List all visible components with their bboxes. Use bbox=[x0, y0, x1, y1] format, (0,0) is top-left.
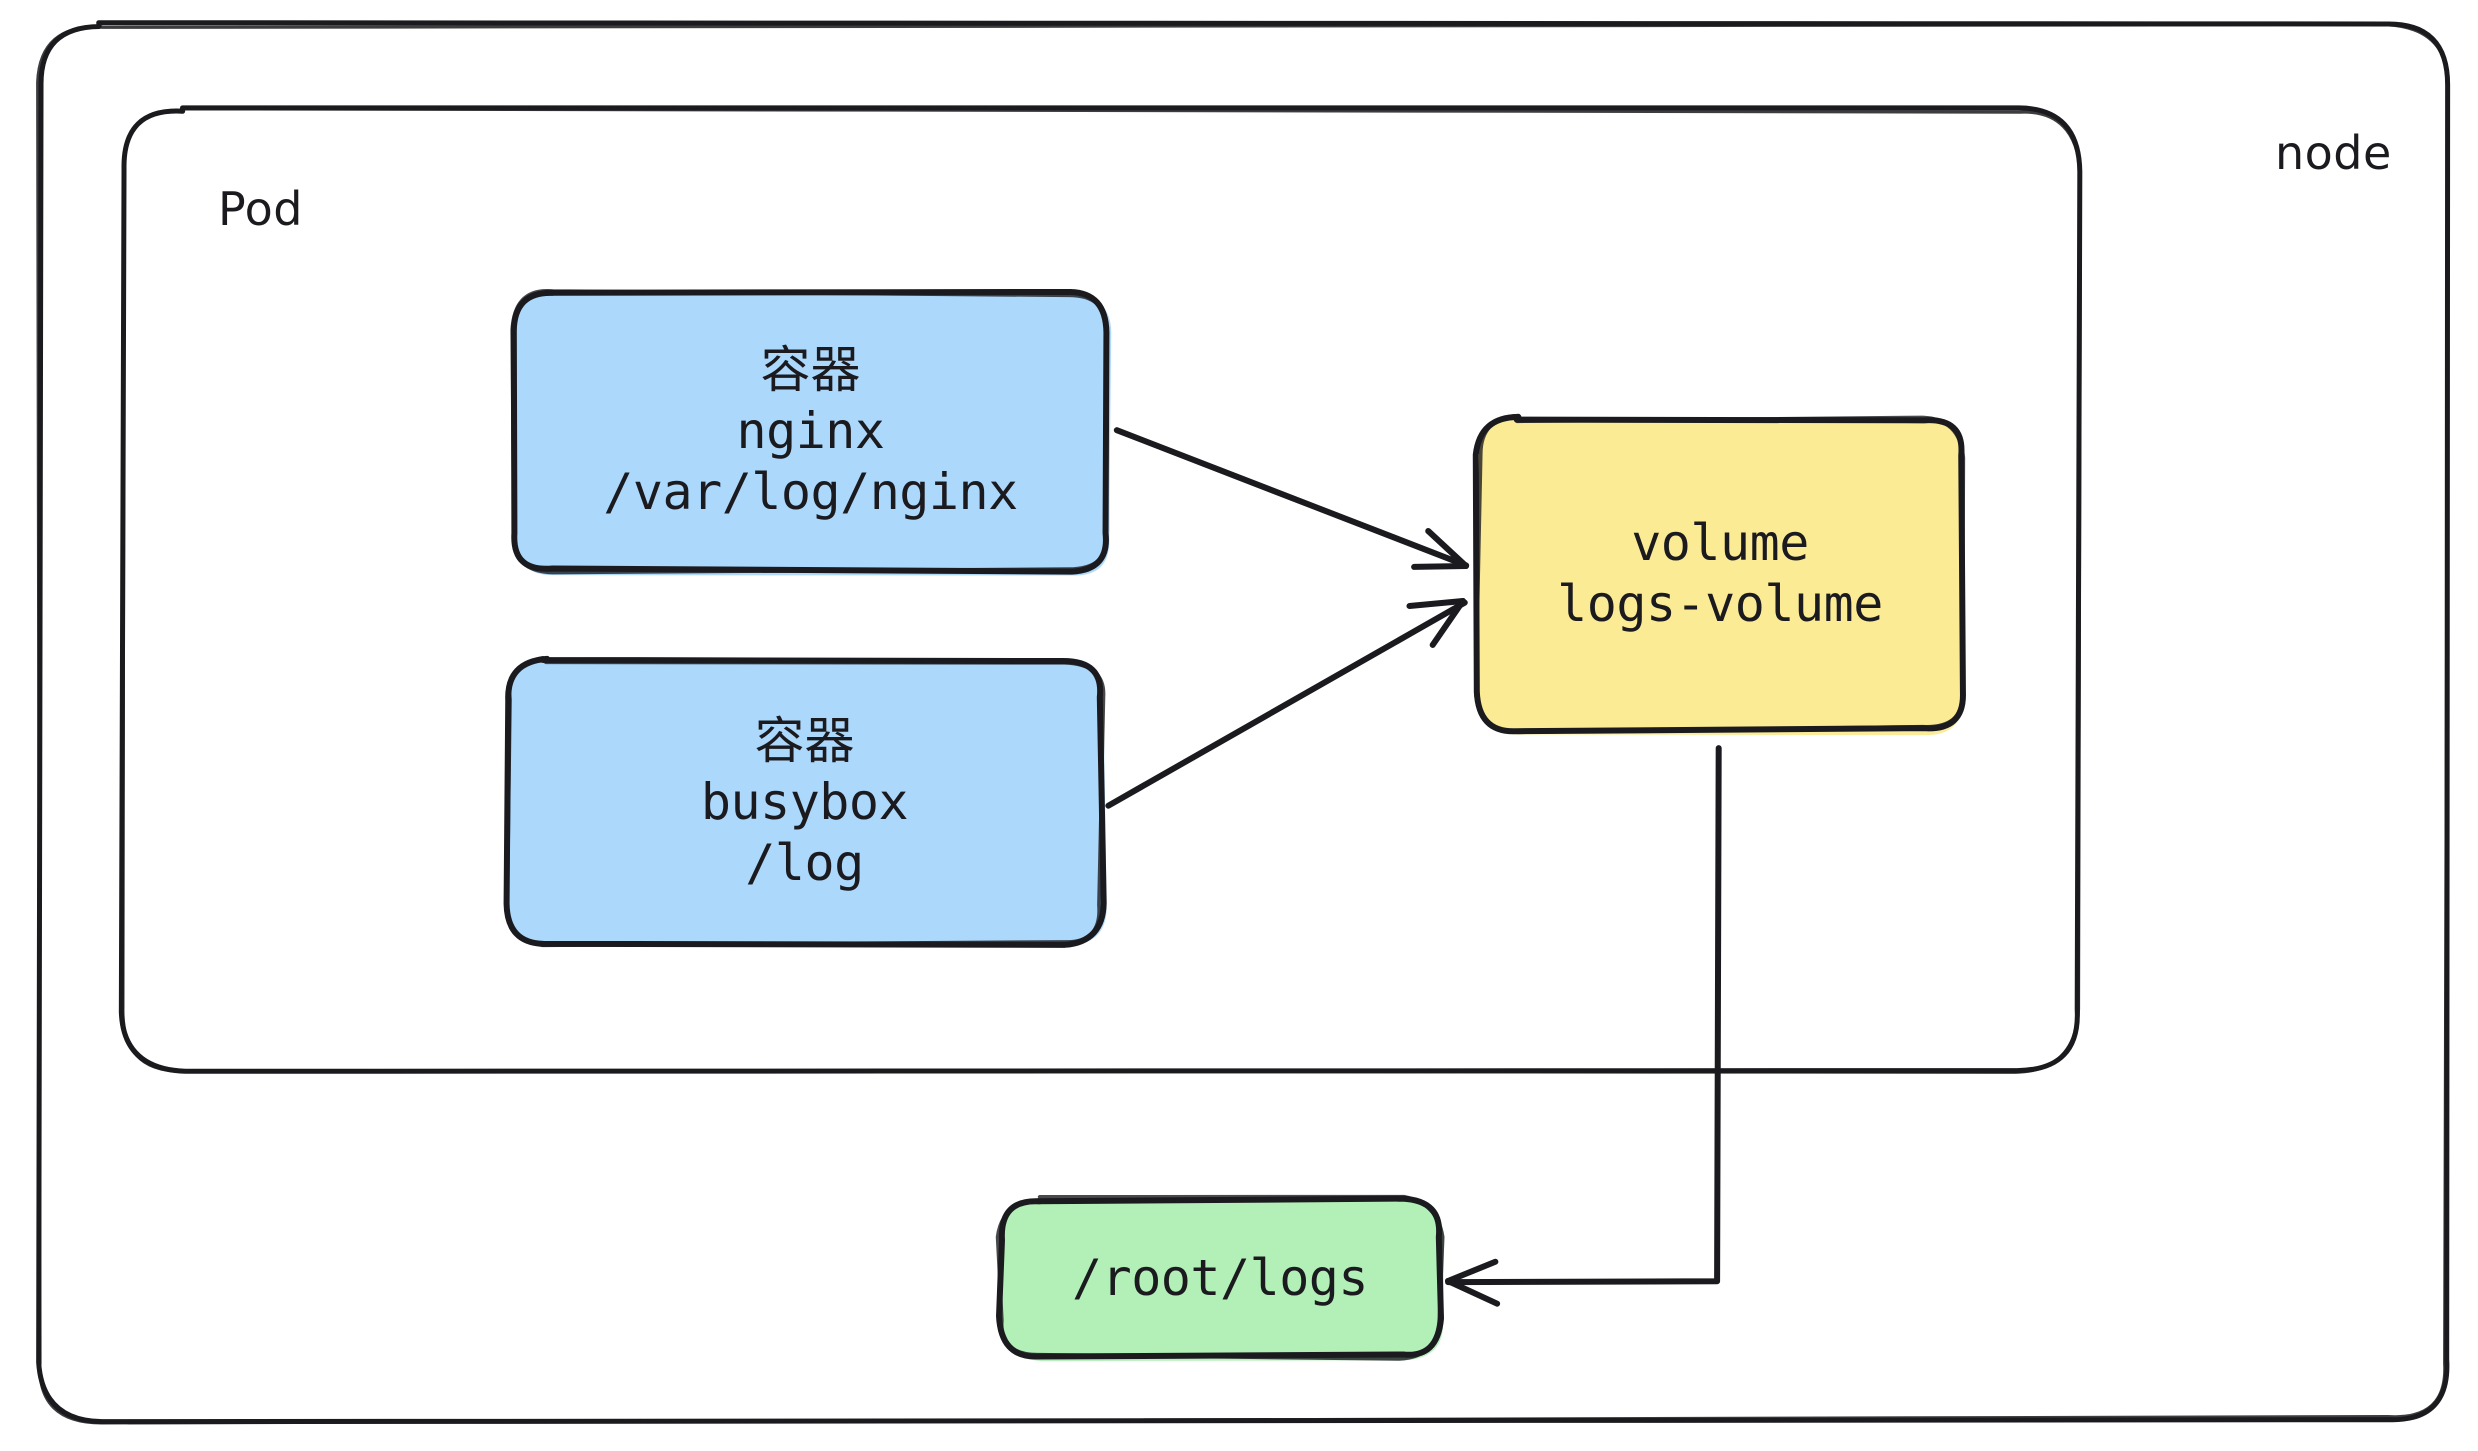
group-boundary-pod bbox=[118, 105, 2083, 1074]
edge-edge-busybox-to-volume bbox=[1105, 598, 1468, 809]
edge-edge-nginx-to-volume bbox=[1113, 427, 1470, 570]
group-boundary-node bbox=[36, 20, 2451, 1425]
edge-edge-volume-to-hostpath bbox=[1445, 745, 1722, 1307]
group-label-node: node bbox=[2275, 126, 2392, 180]
node-shape-container-nginx[interactable] bbox=[510, 288, 1112, 576]
node-shape-volume-logs-volume[interactable] bbox=[1472, 413, 1966, 736]
group-label-pod: Pod bbox=[218, 182, 303, 236]
node-shape-container-busybox[interactable] bbox=[503, 655, 1107, 948]
node-shape-host-path-root-logs[interactable] bbox=[995, 1194, 1445, 1362]
